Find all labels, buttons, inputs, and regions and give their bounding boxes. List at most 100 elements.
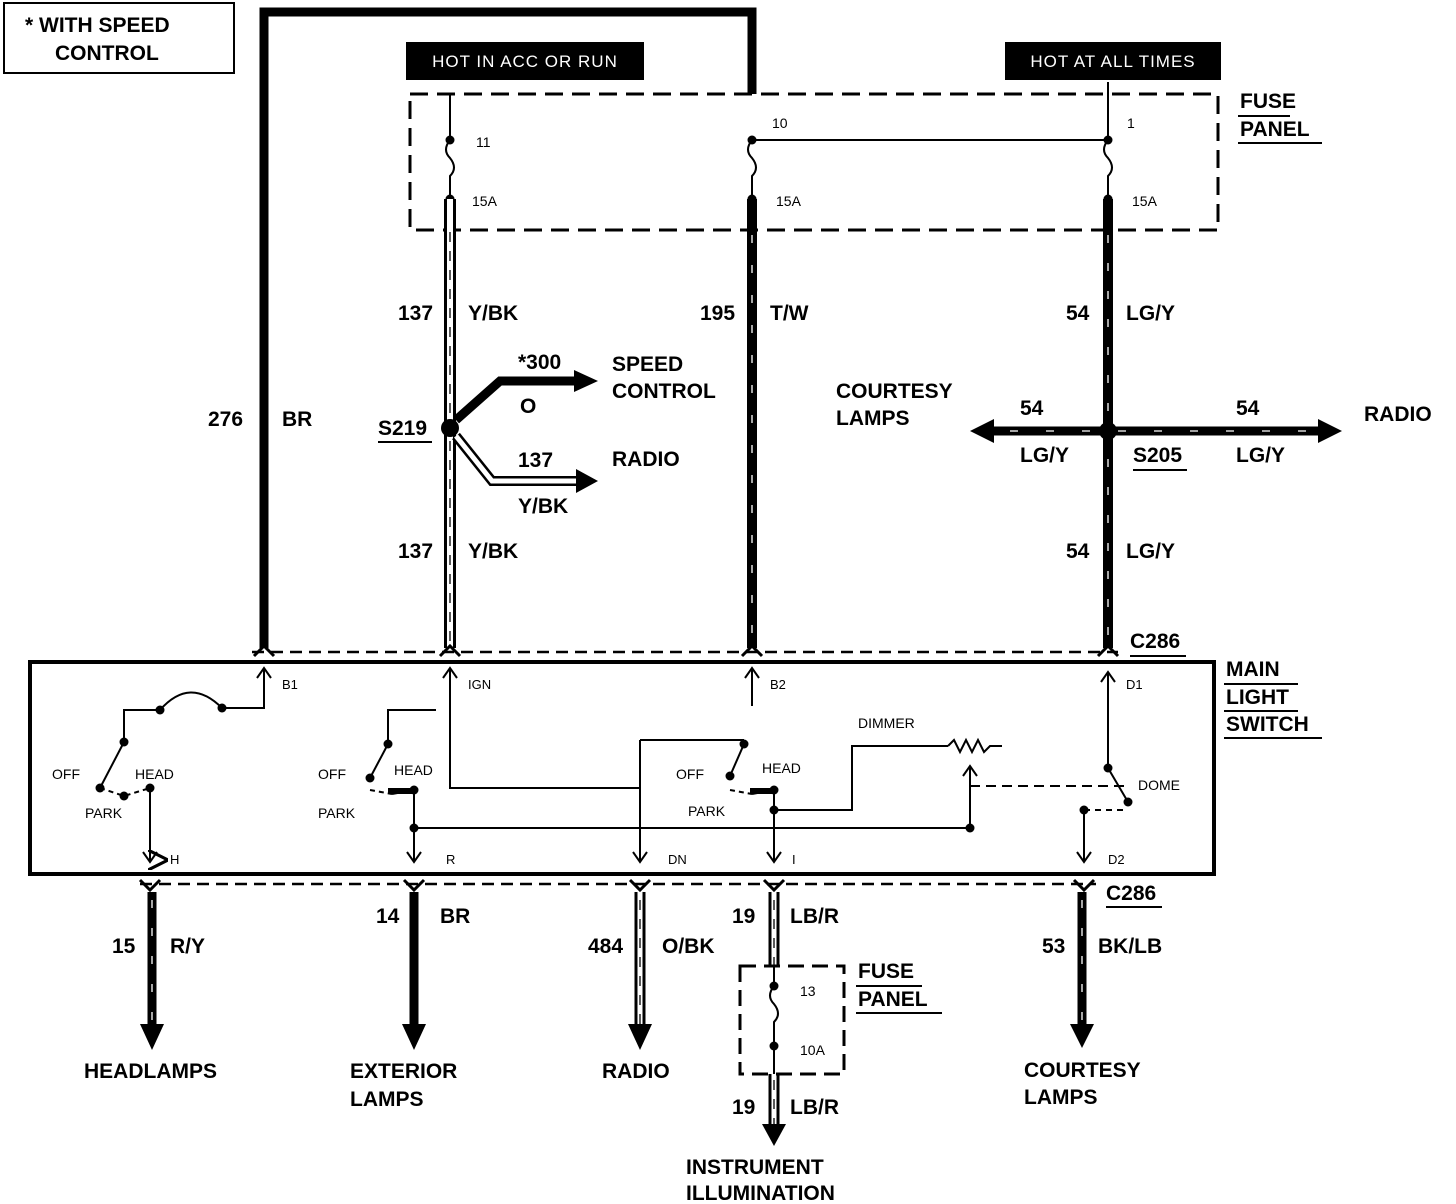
pin-r: R (446, 852, 455, 867)
wire-276-br (259, 7, 757, 648)
fuse-11 (445, 94, 455, 204)
switch-dimmer-label: DIMMER (858, 715, 915, 731)
radio-bottom-label: RADIO (602, 1060, 670, 1083)
wire-15-number: 15 (112, 935, 136, 958)
speed-control-label-2: CONTROL (612, 380, 716, 403)
wire-54d-number: 54 (1066, 540, 1090, 563)
wire-19b-color: LB/R (790, 1096, 839, 1119)
power-label-all-times-text: HOT AT ALL TIMES (1030, 52, 1195, 71)
wire-54d-color: LG/Y (1126, 540, 1175, 563)
wire-484-color: O/BK (662, 935, 715, 958)
wire-19b-number: 19 (732, 1096, 755, 1119)
wire-300-color: O (520, 395, 536, 418)
exterior-label-2: LAMPS (350, 1088, 424, 1111)
instrument-label-2: ILLUMINATION (686, 1182, 835, 1204)
wire-54a-color: LG/Y (1126, 302, 1175, 325)
switch3-off: OFF (676, 766, 704, 782)
pin-h: H (170, 852, 179, 867)
instrument-label-1: INSTRUMENT (686, 1156, 824, 1179)
wire-300-number: *300 (518, 351, 561, 374)
wire-137a-number: 137 (398, 302, 433, 325)
wire-137c-color: Y/BK (518, 495, 568, 518)
wire-54c-color: LG/Y (1236, 444, 1285, 467)
wire-276-color: BR (282, 408, 312, 431)
wire-15-color: R/Y (170, 935, 205, 958)
fuse-panel-top-box (408, 92, 1220, 232)
fuse-11-number: 11 (476, 134, 491, 150)
connector-c286-bottom-label: C286 (1106, 882, 1156, 905)
wire-137c-number: 137 (518, 449, 553, 472)
switch-title-2: LIGHT (1226, 686, 1289, 709)
wire-14-br (402, 892, 426, 1050)
wire-53-color: BK/LB (1098, 935, 1162, 958)
wire-19-lbr (762, 892, 786, 1146)
legend-line-1: * WITH SPEED (25, 14, 170, 37)
fuse-13-number: 13 (800, 983, 816, 999)
wire-137b-number: 137 (398, 540, 433, 563)
wire-54b-color: LG/Y (1020, 444, 1069, 467)
fuse-panel-bottom-box (738, 964, 846, 1076)
courtesy-top-label-1: COURTESY (836, 380, 953, 403)
headlamps-label: HEADLAMPS (84, 1060, 217, 1083)
courtesy-top-label-2: LAMPS (836, 407, 910, 430)
wire-195-color: T/W (770, 302, 809, 325)
fuse-panel-top-label-1: FUSE (1240, 90, 1296, 113)
fuse-1 (1103, 82, 1113, 204)
switch2-park: PARK (318, 805, 356, 821)
switch2-off: OFF (318, 766, 346, 782)
main-light-switch-box (28, 660, 1216, 876)
splice-s205 (1099, 422, 1117, 440)
switch-dome-label: DOME (1138, 777, 1180, 793)
legend-box: * WITH SPEED CONTROL (3, 2, 235, 74)
exterior-label-1: EXTERIOR (350, 1060, 457, 1083)
wire-276-number: 276 (208, 408, 243, 431)
pin-d2: D2 (1108, 852, 1125, 867)
wire-54c-number: 54 (1236, 397, 1260, 420)
switch-contacts (95, 703, 1133, 833)
switch1-off: OFF (52, 766, 80, 782)
wire-54-lgy-horizontal (970, 419, 1342, 443)
switch-title-3: SWITCH (1226, 713, 1309, 736)
wire-19a-color: LB/R (790, 905, 839, 928)
wire-14-number: 14 (376, 905, 400, 928)
switch3-head: HEAD (762, 760, 801, 776)
switch1-head: HEAD (135, 766, 174, 782)
power-label-all-times: HOT AT ALL TIMES (1005, 42, 1221, 80)
fuse-panel-bottom-label-1: FUSE (858, 960, 914, 983)
radio-right-label: RADIO (1364, 403, 1432, 426)
wire-484-number: 484 (588, 935, 623, 958)
fuse-11-rating: 15A (472, 193, 498, 209)
pin-i: I (792, 852, 796, 867)
fuse-10-rating: 15A (776, 193, 802, 209)
power-label-acc-run: HOT IN ACC OR RUN (406, 42, 644, 80)
switch1-park: PARK (85, 805, 123, 821)
wire-195-number: 195 (700, 302, 735, 325)
wire-137-branch (452, 432, 598, 493)
wire-19a-number: 19 (732, 905, 755, 928)
power-label-acc-run-text: HOT IN ACC OR RUN (432, 52, 618, 71)
pin-b1: B1 (282, 677, 298, 692)
connector-c286-top-label: C286 (1130, 630, 1180, 653)
wire-54a-number: 54 (1066, 302, 1090, 325)
wire-54b-number: 54 (1020, 397, 1044, 420)
switch-internal-wiring (99, 668, 1129, 860)
radio-mid-label: RADIO (612, 448, 680, 471)
courtesy-bottom-label-1: COURTESY (1024, 1059, 1141, 1082)
switch2-head: HEAD (394, 762, 433, 778)
wire-53-number: 53 (1042, 935, 1065, 958)
pin-dn: DN (668, 852, 687, 867)
fuse-panel-bottom-label-2: PANEL (858, 988, 928, 1011)
wire-137a-color: Y/BK (468, 302, 518, 325)
wire-484-obk (628, 892, 652, 1050)
splice-s219-label: S219 (378, 417, 427, 440)
fuse-panel-top-label-2: PANEL (1240, 118, 1310, 141)
switch-title-1: MAIN (1226, 658, 1280, 681)
pin-b2: B2 (770, 677, 786, 692)
fuse-10 (747, 135, 757, 204)
speed-control-label-1: SPEED (612, 353, 683, 376)
wire-53-bklb (1070, 892, 1094, 1048)
wire-300-o (453, 376, 578, 424)
fuse-1-rating: 15A (1132, 193, 1158, 209)
fuse-10-number: 10 (772, 115, 788, 131)
